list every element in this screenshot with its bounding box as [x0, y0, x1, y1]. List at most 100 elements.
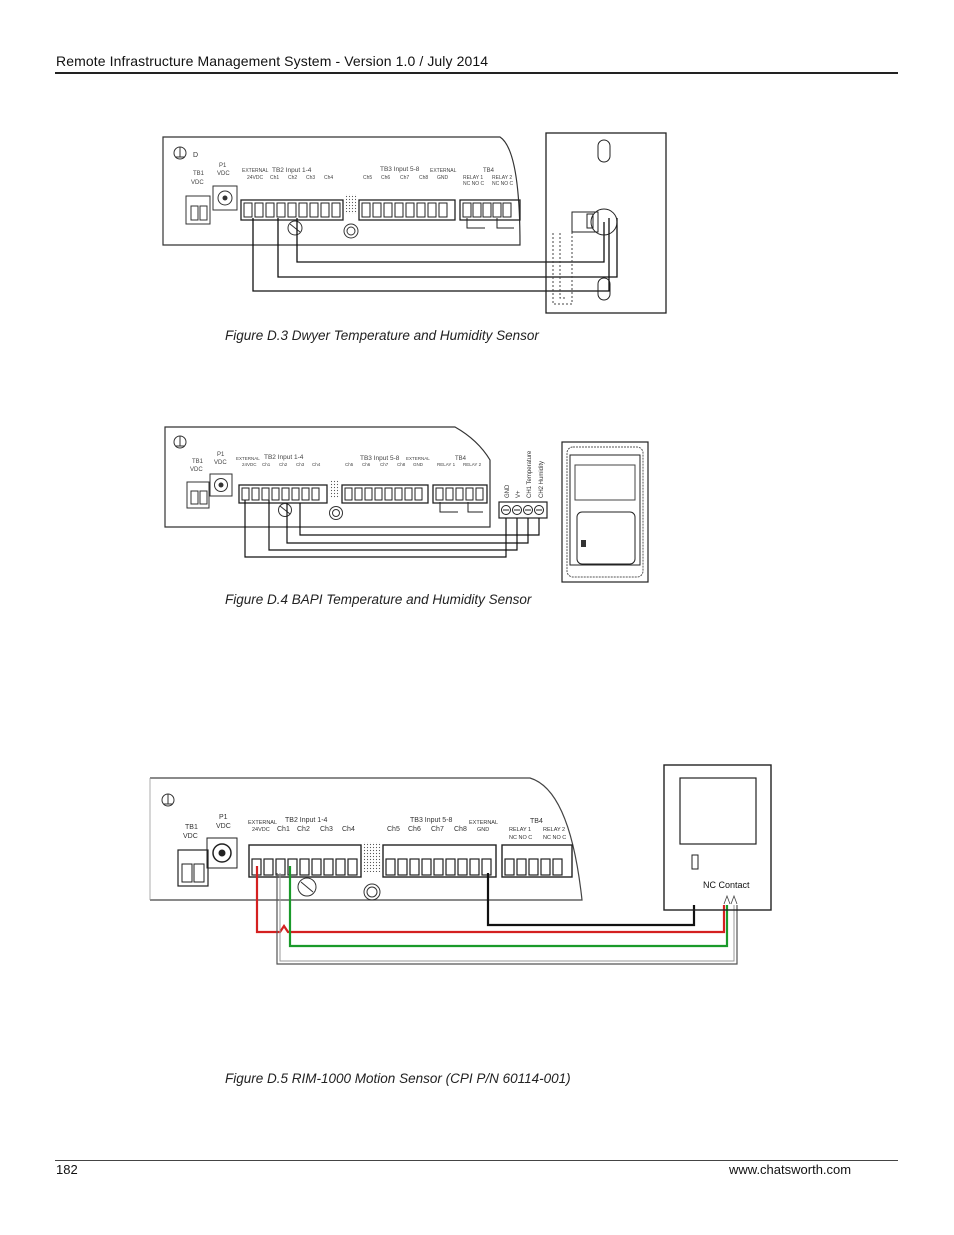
svg-text:TB1: TB1 — [192, 459, 204, 465]
svg-text:TB3 Input 5-8: TB3 Input 5-8 — [410, 817, 453, 824]
svg-text:VDC: VDC — [216, 823, 231, 830]
svg-text:TB4: TB4 — [455, 456, 467, 462]
svg-text:NC NO C: NC NO C — [492, 181, 514, 187]
svg-text:Ch7: Ch7 — [380, 462, 389, 467]
svg-text:TB3 Input 5-8: TB3 Input 5-8 — [360, 455, 400, 462]
svg-text:Ch8: Ch8 — [397, 462, 406, 467]
svg-text:Ch4: Ch4 — [342, 826, 355, 833]
tb4-terminal-block — [459, 199, 521, 221]
svg-text:Ch3: Ch3 — [296, 462, 305, 467]
svg-text:24VDC: 24VDC — [247, 175, 264, 181]
wire-green — [288, 866, 729, 948]
svg-text:Ch4: Ch4 — [324, 175, 333, 181]
footer-rule — [55, 1160, 898, 1161]
svg-text:RELAY 2: RELAY 2 — [492, 175, 512, 181]
svg-text:NC NO C: NC NO C — [463, 181, 485, 187]
svg-text:P1: P1 — [219, 163, 227, 169]
svg-text:Ch2: Ch2 — [297, 826, 310, 833]
svg-text:Ch8: Ch8 — [454, 826, 467, 833]
svg-text:Ch5: Ch5 — [363, 175, 372, 181]
svg-text:TB4: TB4 — [530, 818, 543, 825]
controller-board-outline — [162, 136, 521, 246]
figure-d3-caption: Figure D.3 Dwyer Temperature and Humidit… — [225, 328, 539, 343]
svg-text:EXTERNAL: EXTERNAL — [242, 168, 269, 174]
svg-text:EXTERNAL: EXTERNAL — [406, 456, 430, 461]
svg-text:NC NO C: NC NO C — [543, 835, 566, 841]
svg-text:24VDC: 24VDC — [252, 827, 270, 833]
svg-text:GND: GND — [437, 175, 449, 181]
svg-text:V+: V+ — [516, 490, 522, 498]
svg-text:Ch4: Ch4 — [312, 462, 321, 467]
svg-text:P1: P1 — [219, 814, 228, 821]
svg-text:TB2 Input 1-4: TB2 Input 1-4 — [285, 817, 328, 824]
svg-text:24VDC: 24VDC — [242, 462, 257, 467]
controller-board-outline — [150, 777, 583, 901]
svg-text:EXTERNAL: EXTERNAL — [469, 820, 498, 826]
tb3-terminal-block — [341, 484, 429, 504]
svg-text:TB3 Input 5-8: TB3 Input 5-8 — [380, 166, 420, 173]
tb3-terminal-block — [382, 844, 497, 878]
svg-text:Ch7: Ch7 — [431, 826, 444, 833]
tb4-terminal-block — [432, 484, 488, 504]
figure-d4-caption: Figure D.4 BAPI Temperature and Humidity… — [225, 592, 532, 607]
svg-text:Ch5: Ch5 — [345, 462, 354, 467]
svg-text:D: D — [193, 152, 198, 159]
header-rule — [55, 72, 898, 74]
svg-text:GND: GND — [505, 484, 511, 498]
svg-text:P1: P1 — [217, 452, 225, 458]
svg-text:TB2 Input 1-4: TB2 Input 1-4 — [272, 167, 312, 174]
svg-text:EXTERNAL: EXTERNAL — [236, 456, 260, 461]
svg-text:Ch1: Ch1 — [277, 826, 290, 833]
svg-text:Ch3: Ch3 — [306, 175, 315, 181]
svg-text:NC NO C: NC NO C — [509, 835, 532, 841]
svg-text:TB1: TB1 — [193, 171, 205, 177]
svg-text:Ch6: Ch6 — [381, 175, 390, 181]
tb3-terminal-block — [358, 199, 456, 221]
svg-text:VDC: VDC — [191, 180, 204, 186]
svg-text:RELAY 1: RELAY 1 — [463, 175, 483, 181]
svg-text:GND: GND — [413, 462, 424, 467]
tb4-terminal-block — [501, 844, 573, 878]
svg-text:Ch6: Ch6 — [362, 462, 371, 467]
svg-text:Ch1: Ch1 — [270, 175, 279, 181]
svg-text:TB4: TB4 — [483, 168, 495, 174]
svg-text:Ch2: Ch2 — [288, 175, 297, 181]
footer-website: www.chatsworth.com — [729, 1162, 852, 1177]
svg-text:Ch8: Ch8 — [419, 175, 428, 181]
svg-text:NC Contact: NC Contact — [703, 880, 750, 890]
tb2-terminal-block — [238, 484, 328, 504]
svg-text:Ch5: Ch5 — [387, 826, 400, 833]
svg-text:RELAY 2: RELAY 2 — [463, 462, 482, 467]
wire-red — [255, 866, 726, 934]
tb2-terminal-block — [248, 844, 362, 878]
figure-d5-diagram: TB1 VDC P1 VDC EXTERNAL 24VDC TB2 Input … — [149, 764, 772, 965]
svg-text:VDC: VDC — [183, 833, 198, 840]
bapi-sensor-housing — [561, 441, 649, 583]
power-jack — [209, 473, 233, 497]
tb2-terminal-block — [240, 199, 344, 221]
svg-text:TB1: TB1 — [185, 824, 198, 831]
svg-text:RELAY 1: RELAY 1 — [437, 462, 456, 467]
svg-text:Ch6: Ch6 — [408, 826, 421, 833]
figure-d5-caption: Figure D.5 RIM-1000 Motion Sensor (CPI P… — [225, 1071, 571, 1086]
page-number: 182 — [56, 1162, 78, 1177]
figure-d4-diagram: TB1 VDC P1 VDC EXTERNAL 24VDC TB2 Input … — [164, 426, 649, 583]
svg-text:Ch3: Ch3 — [320, 826, 333, 833]
svg-text:GND: GND — [477, 827, 489, 833]
svg-text:TB2 Input 1-4: TB2 Input 1-4 — [264, 454, 304, 461]
svg-text:VDC: VDC — [214, 460, 227, 466]
motion-sensor-housing — [663, 764, 772, 911]
svg-text:Ch7: Ch7 — [400, 175, 409, 181]
dwyer-sensor-enclosure — [545, 132, 667, 314]
svg-text:RELAY 1: RELAY 1 — [509, 827, 531, 833]
wire-black — [486, 873, 696, 927]
svg-text:EXTERNAL: EXTERNAL — [248, 820, 277, 826]
svg-text:EXTERNAL: EXTERNAL — [430, 168, 457, 174]
page-header-title: Remote Infrastructure Management System … — [56, 53, 489, 69]
svg-text:VDC: VDC — [217, 171, 230, 177]
controller-board-outline — [164, 426, 491, 528]
svg-text:Ch2: Ch2 — [279, 462, 288, 467]
sensor-terminal-strip — [498, 501, 548, 519]
svg-text:VDC: VDC — [190, 467, 203, 473]
